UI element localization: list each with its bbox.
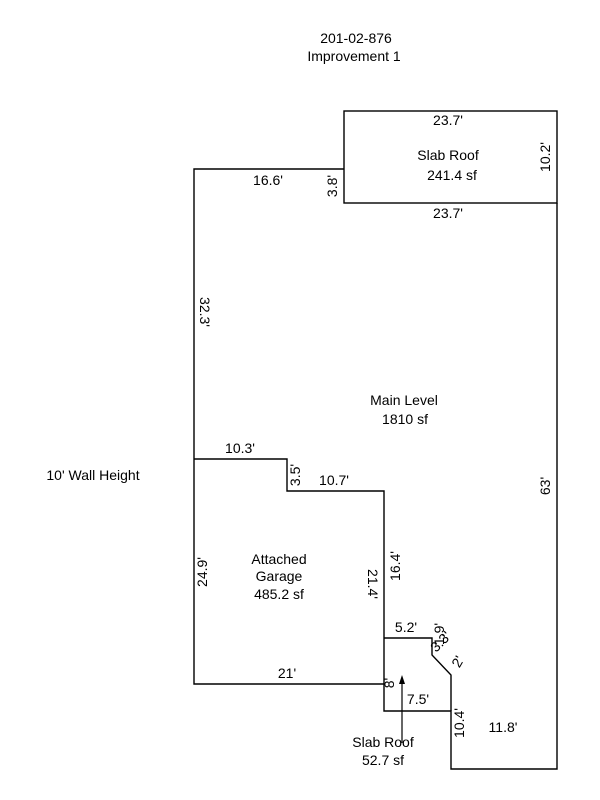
main-level-outline xyxy=(193,168,558,770)
dim-slab-bottom-width: 23.7' xyxy=(433,205,463,221)
garage-size: 485.2 sf xyxy=(254,586,304,602)
building-outlines xyxy=(193,110,558,770)
slab-roof-bottom-size: 52.7 sf xyxy=(362,752,404,768)
dim-main-top-left: 16.6' xyxy=(253,172,283,188)
main-level-name: Main Level xyxy=(370,392,438,408)
wall-height-note: 10' Wall Height xyxy=(46,467,139,483)
dim-bottom-left: 10.4' xyxy=(451,708,467,738)
garage-name-line2: Garage xyxy=(256,568,303,584)
dim-garage-top: 10.3' xyxy=(225,440,255,456)
dim-notch-top: 5.2' xyxy=(395,619,417,635)
parcel-id: 201-02-876 xyxy=(320,30,392,46)
dim-garage-bottom: 21' xyxy=(278,665,296,681)
slab-roof-top-name: Slab Roof xyxy=(417,147,479,163)
dim-garage-right-outer: 16.4' xyxy=(387,551,403,581)
dim-notch-small-2: 2' xyxy=(448,653,467,670)
garage-name-line1: Attached xyxy=(251,551,306,567)
dim-garage-right-inner: 21.4' xyxy=(365,569,381,599)
garage-divider-outline xyxy=(194,458,385,684)
dim-garage-step: 3.5' xyxy=(287,464,303,486)
dim-main-right: 63' xyxy=(537,477,553,495)
dim-slab-height: 10.2' xyxy=(537,142,553,172)
dim-stoop-bottom: 7.5' xyxy=(407,691,429,707)
dim-garage-top-right: 10.7' xyxy=(319,472,349,488)
main-level-size: 1810 sf xyxy=(382,411,428,427)
improvement-title: Improvement 1 xyxy=(307,48,401,64)
dim-bottom-width: 11.8' xyxy=(489,719,518,735)
slab-roof-bottom-name: Slab Roof xyxy=(352,734,414,750)
dim-slab-top-width: 23.7' xyxy=(433,112,463,128)
dim-garage-left: 24.9' xyxy=(194,557,210,587)
slab-roof-top-outline xyxy=(343,110,558,204)
dim-notch-small: 1.9' xyxy=(431,623,447,645)
entry-arrow xyxy=(399,675,405,743)
dim-main-left: 32.3' xyxy=(197,297,213,327)
dim-slab-step: 3.8' xyxy=(324,175,340,197)
dim-stoop-left: 8' xyxy=(381,678,397,688)
notch-outline xyxy=(384,637,452,711)
slab-roof-top-size: 241.4 sf xyxy=(427,167,477,183)
